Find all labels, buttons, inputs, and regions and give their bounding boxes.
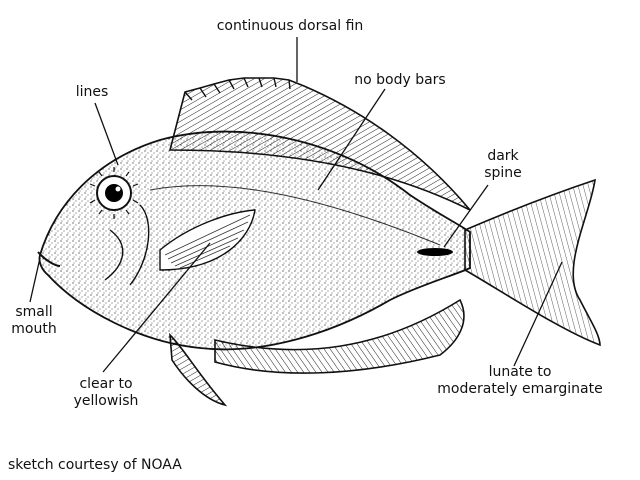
pelvic-fin xyxy=(169,332,228,407)
label-tail-line1: lunate to xyxy=(488,364,552,380)
leader-lines xyxy=(29,37,563,373)
leader-tail xyxy=(513,261,563,367)
leader-dark-spine xyxy=(443,184,489,248)
label-dorsal-fin: continuous dorsal fin xyxy=(216,18,364,34)
label-small-mouth-line1: small xyxy=(15,304,53,320)
leader-lines xyxy=(94,102,119,166)
label-small-mouth-line2: mouth xyxy=(11,321,57,337)
label-tail-shape: lunate to moderately emarginate xyxy=(420,364,620,398)
label-pectoral-line2: yellowish xyxy=(73,393,139,409)
label-small-mouth: small mouth xyxy=(0,304,68,338)
leader-pectoral xyxy=(102,242,211,373)
caudal-fin xyxy=(464,178,601,347)
leader-mouth xyxy=(29,257,41,303)
label-pectoral-line1: clear to xyxy=(79,376,133,392)
eye xyxy=(89,167,139,219)
label-pectoral-color: clear to yellowish xyxy=(56,376,156,410)
label-dark-spine-line2: spine xyxy=(484,165,522,181)
label-lines: lines xyxy=(75,84,109,100)
label-dark-spine-line1: dark xyxy=(487,148,519,164)
label-tail-line2: moderately emarginate xyxy=(437,381,603,397)
label-no-body-bars: no body bars xyxy=(354,72,446,88)
anal-fin xyxy=(214,298,465,374)
label-dark-spine: dark spine xyxy=(468,148,538,182)
credit-text: sketch courtesy of NOAA xyxy=(8,457,182,473)
fish-body xyxy=(37,130,471,351)
leader-body-bars xyxy=(317,88,386,191)
